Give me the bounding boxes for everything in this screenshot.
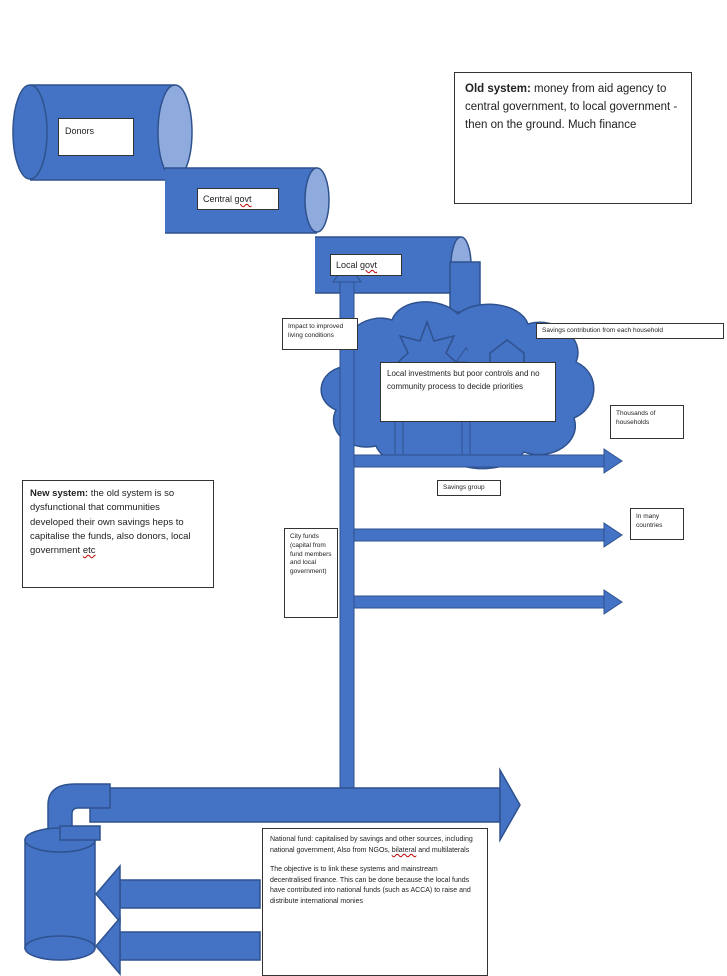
savings-group-label: Savings group xyxy=(437,480,501,496)
savings-tank xyxy=(24,767,521,976)
central-govt-label-prefix: Central xyxy=(203,194,235,204)
national-fund-box: National fund: capitalised by savings an… xyxy=(262,828,488,976)
national-fund-p1-prefix: National fund: capitalised by savings an… xyxy=(270,836,473,854)
in-many-countries-label: In many countries xyxy=(630,508,684,540)
local-govt-label: Local govt xyxy=(330,254,402,276)
national-fund-p1-suffix: and multilaterals xyxy=(416,846,470,854)
city-funds-text: City funds (capital from fund members an… xyxy=(290,533,332,576)
thousands-label-text: Thousands of households xyxy=(616,410,656,426)
cloud-text-box: Local investments but poor controls and … xyxy=(380,362,556,422)
central-govt-label: Central govt xyxy=(197,188,279,210)
national-fund-p1-term: bilateral xyxy=(391,846,417,854)
new-system-title: New system: xyxy=(30,488,89,499)
new-system-text: the old system is so dysfunctional that … xyxy=(30,488,191,556)
cloud-text: Local investments but poor controls and … xyxy=(387,369,540,391)
city-funds-label: City funds (capital from fund members an… xyxy=(284,528,338,618)
impact-label: Impact to improved living conditions xyxy=(282,318,358,350)
donors-label-text: Donors xyxy=(65,126,95,136)
local-govt-label-prefix: Local xyxy=(336,260,361,270)
old-system-description: Old system: money from aid agency to cen… xyxy=(454,72,692,204)
national-fund-paragraph-2: The objective is to link these systems a… xyxy=(270,865,471,906)
in-many-countries-text: In many countries xyxy=(636,513,663,529)
savings-contribution-text: Savings contribution from each household xyxy=(542,327,664,334)
savings-group-text: Savings group xyxy=(443,484,485,491)
national-fund-paragraph-1: National fund: capitalised by savings an… xyxy=(270,835,480,857)
savings-contribution-label: Savings contribution from each household xyxy=(536,323,724,339)
donors-pipe xyxy=(12,84,193,181)
thousands-label: Thousands of households xyxy=(610,405,684,439)
new-system-etc: etc xyxy=(82,545,96,556)
new-system-description-box: New system: the old system is so dysfunc… xyxy=(22,480,214,588)
donors-label: Donors xyxy=(58,118,134,156)
central-govt-label-word: govt xyxy=(234,194,252,204)
local-govt-label-word: govt xyxy=(360,260,378,270)
impact-label-text: Impact to improved living conditions xyxy=(288,323,344,339)
old-system-title: Old system: xyxy=(465,83,531,95)
old-system-text: money from aid agency to central governm… xyxy=(465,83,678,131)
